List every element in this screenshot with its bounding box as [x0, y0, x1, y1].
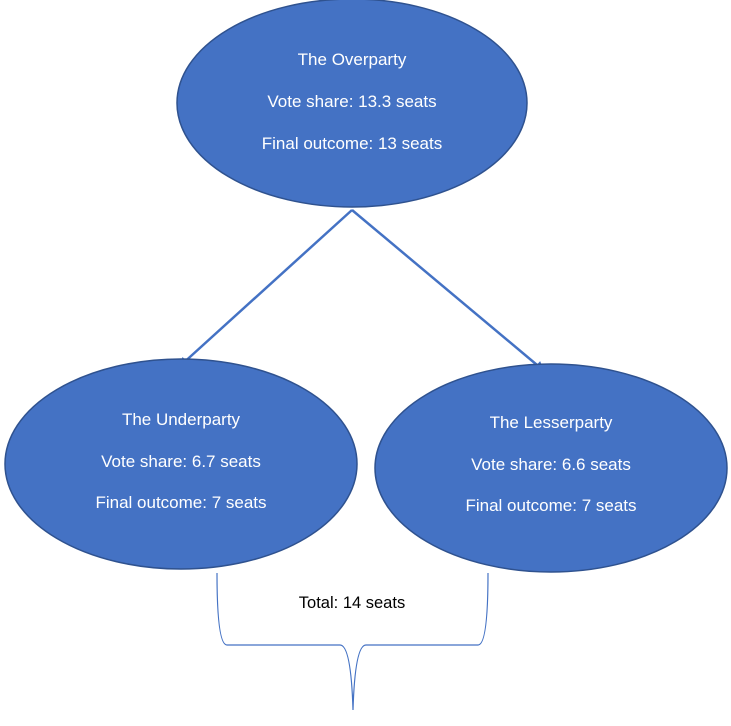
- node-lesserparty-shape: [374, 363, 728, 573]
- node-overparty-final-outcome: Final outcome: 13 seats: [262, 134, 442, 153]
- node-lesserparty-final-outcome: Final outcome: 7 seats: [465, 496, 636, 515]
- total-brace: [216, 572, 489, 711]
- arrow-to-lesserparty: [351, 209, 545, 372]
- node-underparty-name: The Underparty: [122, 410, 241, 429]
- node-underparty-final-outcome: Final outcome: 7 seats: [95, 493, 266, 512]
- node-overparty-vote-share: Vote share: 13.3 seats: [267, 92, 436, 111]
- node-underparty-vote-share: Vote share: 6.7 seats: [101, 452, 261, 471]
- node-underparty-shape: [4, 358, 358, 570]
- node-overparty: The Overparty Vote share: 13.3 seats Fin…: [176, 0, 528, 208]
- node-lesserparty-name: The Lesserparty: [490, 413, 613, 432]
- node-lesserparty: The Lesserparty Vote share: 6.6 seats Fi…: [374, 363, 728, 573]
- node-lesserparty-vote-share: Vote share: 6.6 seats: [471, 455, 631, 474]
- node-overparty-shape: [176, 0, 528, 208]
- node-overparty-name: The Overparty: [298, 50, 407, 69]
- total-seats-label: Total: 14 seats: [299, 594, 405, 612]
- arrow-to-underparty: [178, 209, 353, 368]
- node-underparty: The Underparty Vote share: 6.7 seats Fin…: [4, 358, 358, 570]
